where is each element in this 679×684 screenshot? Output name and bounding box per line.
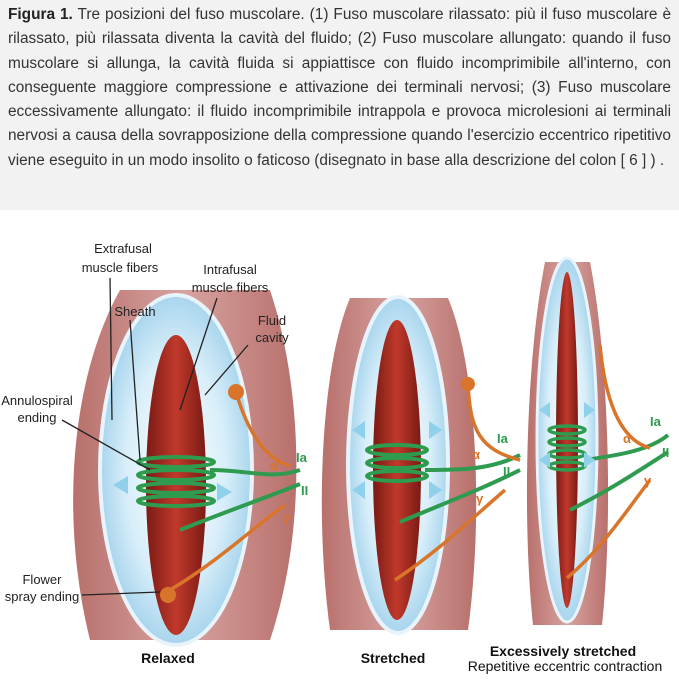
panel-stretched bbox=[321, 295, 521, 635]
annulospiral-coil bbox=[547, 424, 587, 472]
nerve-ia bbox=[584, 433, 670, 462]
fluid-arrow bbox=[352, 481, 365, 499]
label-flower-2: spray ending bbox=[5, 589, 79, 604]
caption-label: Figura 1. bbox=[8, 6, 73, 23]
nerve-ii bbox=[399, 468, 521, 524]
panel-excessive bbox=[526, 256, 670, 625]
flower-spray-ending bbox=[160, 587, 176, 603]
nerve-ii bbox=[179, 482, 301, 532]
label-ii: II bbox=[503, 464, 510, 479]
label-ia: Ia bbox=[650, 414, 662, 429]
fluid-arrow-left bbox=[113, 476, 128, 494]
label-alpha: α bbox=[623, 431, 631, 446]
label-fluid-2: cavity bbox=[255, 330, 289, 345]
fluid-arrow bbox=[539, 452, 550, 468]
fluid-arrow-right bbox=[217, 483, 232, 501]
fluid-arrow bbox=[352, 421, 365, 439]
label-extrafusal-2: muscle fibers bbox=[82, 260, 159, 275]
nerve-gamma bbox=[394, 488, 507, 582]
nerve-gamma bbox=[169, 503, 287, 592]
nerve-ia bbox=[209, 468, 301, 477]
panel-relaxed bbox=[73, 290, 301, 647]
figure-caption: Figura 1. Tre posizioni del fuso muscola… bbox=[8, 3, 671, 173]
nerve-ii bbox=[569, 450, 670, 512]
muscle-spindle-figure: Extrafusal muscle fibers Intrafusal musc… bbox=[0, 222, 679, 679]
fluid-arrow bbox=[429, 481, 442, 499]
subtitle-excessive: Repetitive eccentric contraction bbox=[468, 658, 663, 674]
panel-titles: Relaxed Stretched Excessively stretched … bbox=[141, 643, 662, 674]
label-annulospiral-1: Annulospiral bbox=[1, 393, 73, 408]
label-ia: Ia bbox=[296, 450, 308, 465]
label-intrafusal-1: Intrafusal bbox=[203, 262, 257, 277]
label-annulospiral-2: ending bbox=[17, 410, 56, 425]
nerve-labels: Ia II α γ Ia II α γ Ia II α γ bbox=[270, 414, 669, 525]
label-flower-1: Flower bbox=[22, 572, 62, 587]
label-ii: II bbox=[662, 445, 669, 460]
caption-box: Figura 1. Tre posizioni del fuso muscola… bbox=[0, 0, 679, 210]
fluid-arrow bbox=[584, 402, 595, 418]
label-gamma: γ bbox=[476, 491, 484, 506]
alpha-ending bbox=[461, 377, 475, 391]
label-intrafusal-2: muscle fibers bbox=[192, 280, 269, 295]
leader-lines bbox=[61, 277, 249, 596]
label-alpha: α bbox=[270, 458, 278, 473]
nerve-gamma bbox=[565, 478, 652, 580]
title-excessive: Excessively stretched bbox=[490, 643, 636, 659]
alpha-ending bbox=[228, 384, 244, 400]
fluid-arrow bbox=[584, 452, 595, 468]
annulospiral-coil bbox=[365, 443, 429, 483]
label-gamma: γ bbox=[283, 510, 291, 525]
label-ia: Ia bbox=[497, 431, 509, 446]
label-extrafusal-1: Extrafusal bbox=[94, 241, 152, 256]
label-fluid-1: Fluid bbox=[258, 313, 286, 328]
nerve-alpha bbox=[466, 383, 521, 462]
nerve-alpha bbox=[598, 344, 651, 450]
title-stretched: Stretched bbox=[361, 650, 426, 666]
label-sheath: Sheath bbox=[114, 304, 155, 319]
label-ii: II bbox=[301, 483, 308, 498]
caption-text: Tre posizioni del fuso muscolare. (1) Fu… bbox=[8, 6, 672, 169]
fluid-arrow bbox=[429, 421, 442, 439]
fluid-arrow bbox=[539, 402, 550, 418]
annulospiral-coil bbox=[136, 455, 216, 508]
nerve-alpha bbox=[234, 391, 291, 468]
label-alpha: α bbox=[472, 447, 480, 462]
label-gamma: γ bbox=[644, 473, 652, 488]
title-relaxed: Relaxed bbox=[141, 650, 195, 666]
anatomy-labels: Extrafusal muscle fibers Intrafusal musc… bbox=[1, 241, 289, 604]
intrafusal-fibers bbox=[556, 272, 578, 608]
